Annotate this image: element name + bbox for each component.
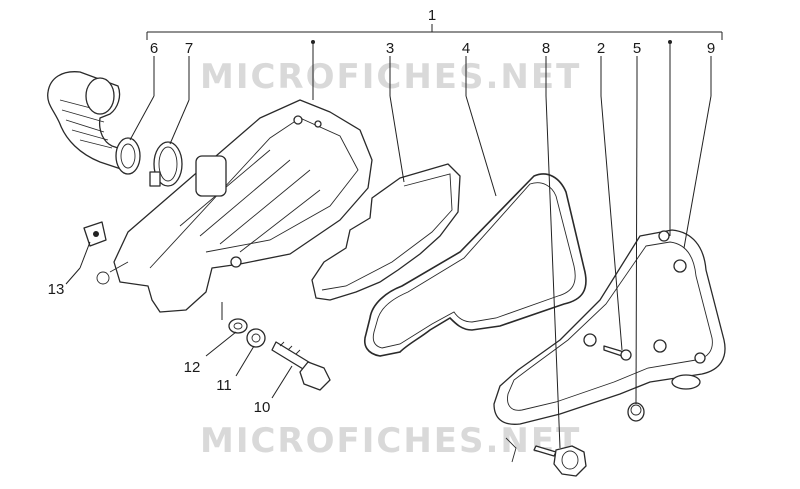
callout-12: 12 [184, 359, 201, 376]
hose-clamp-part [149, 141, 183, 187]
callout-2: 2 [597, 40, 605, 57]
air-box-cover-part [493, 229, 726, 463]
callout-1: 1 [428, 7, 436, 24]
callout-3: 3 [386, 40, 394, 57]
watermark-top: MICROFICHES.NET [200, 57, 581, 97]
knob-screw-part [533, 445, 587, 477]
lock-washer-part [246, 328, 266, 348]
callout-8: 8 [542, 40, 550, 57]
leader-lines [65, 44, 712, 449]
bullet-marker [668, 40, 672, 44]
filter-element-part [311, 163, 461, 301]
grommet-part [627, 402, 645, 422]
callout-6: 6 [150, 40, 158, 57]
callout-11: 11 [216, 377, 232, 394]
callout-5: 5 [633, 40, 641, 57]
callout-4: 4 [462, 40, 470, 57]
callout-7: 7 [185, 40, 193, 57]
screw-part [603, 345, 632, 361]
callout-13: 13 [48, 281, 65, 298]
watermark-bottom: MICROFICHES.NET [200, 421, 581, 461]
callout-numbers: 1 6 7 3 4 8 2 5 9 13 12 11 10 [48, 7, 716, 416]
assembly-bracket [146, 24, 723, 44]
gasket-part [364, 173, 587, 357]
callout-9: 9 [707, 40, 715, 57]
bullet-marker [311, 40, 315, 44]
air-box-housing-part [96, 99, 373, 313]
intake-duct-part [47, 71, 141, 175]
washer-part [228, 318, 248, 334]
clip-nut-part [83, 221, 107, 247]
bolt-part [271, 341, 331, 391]
callout-10: 10 [254, 399, 271, 416]
